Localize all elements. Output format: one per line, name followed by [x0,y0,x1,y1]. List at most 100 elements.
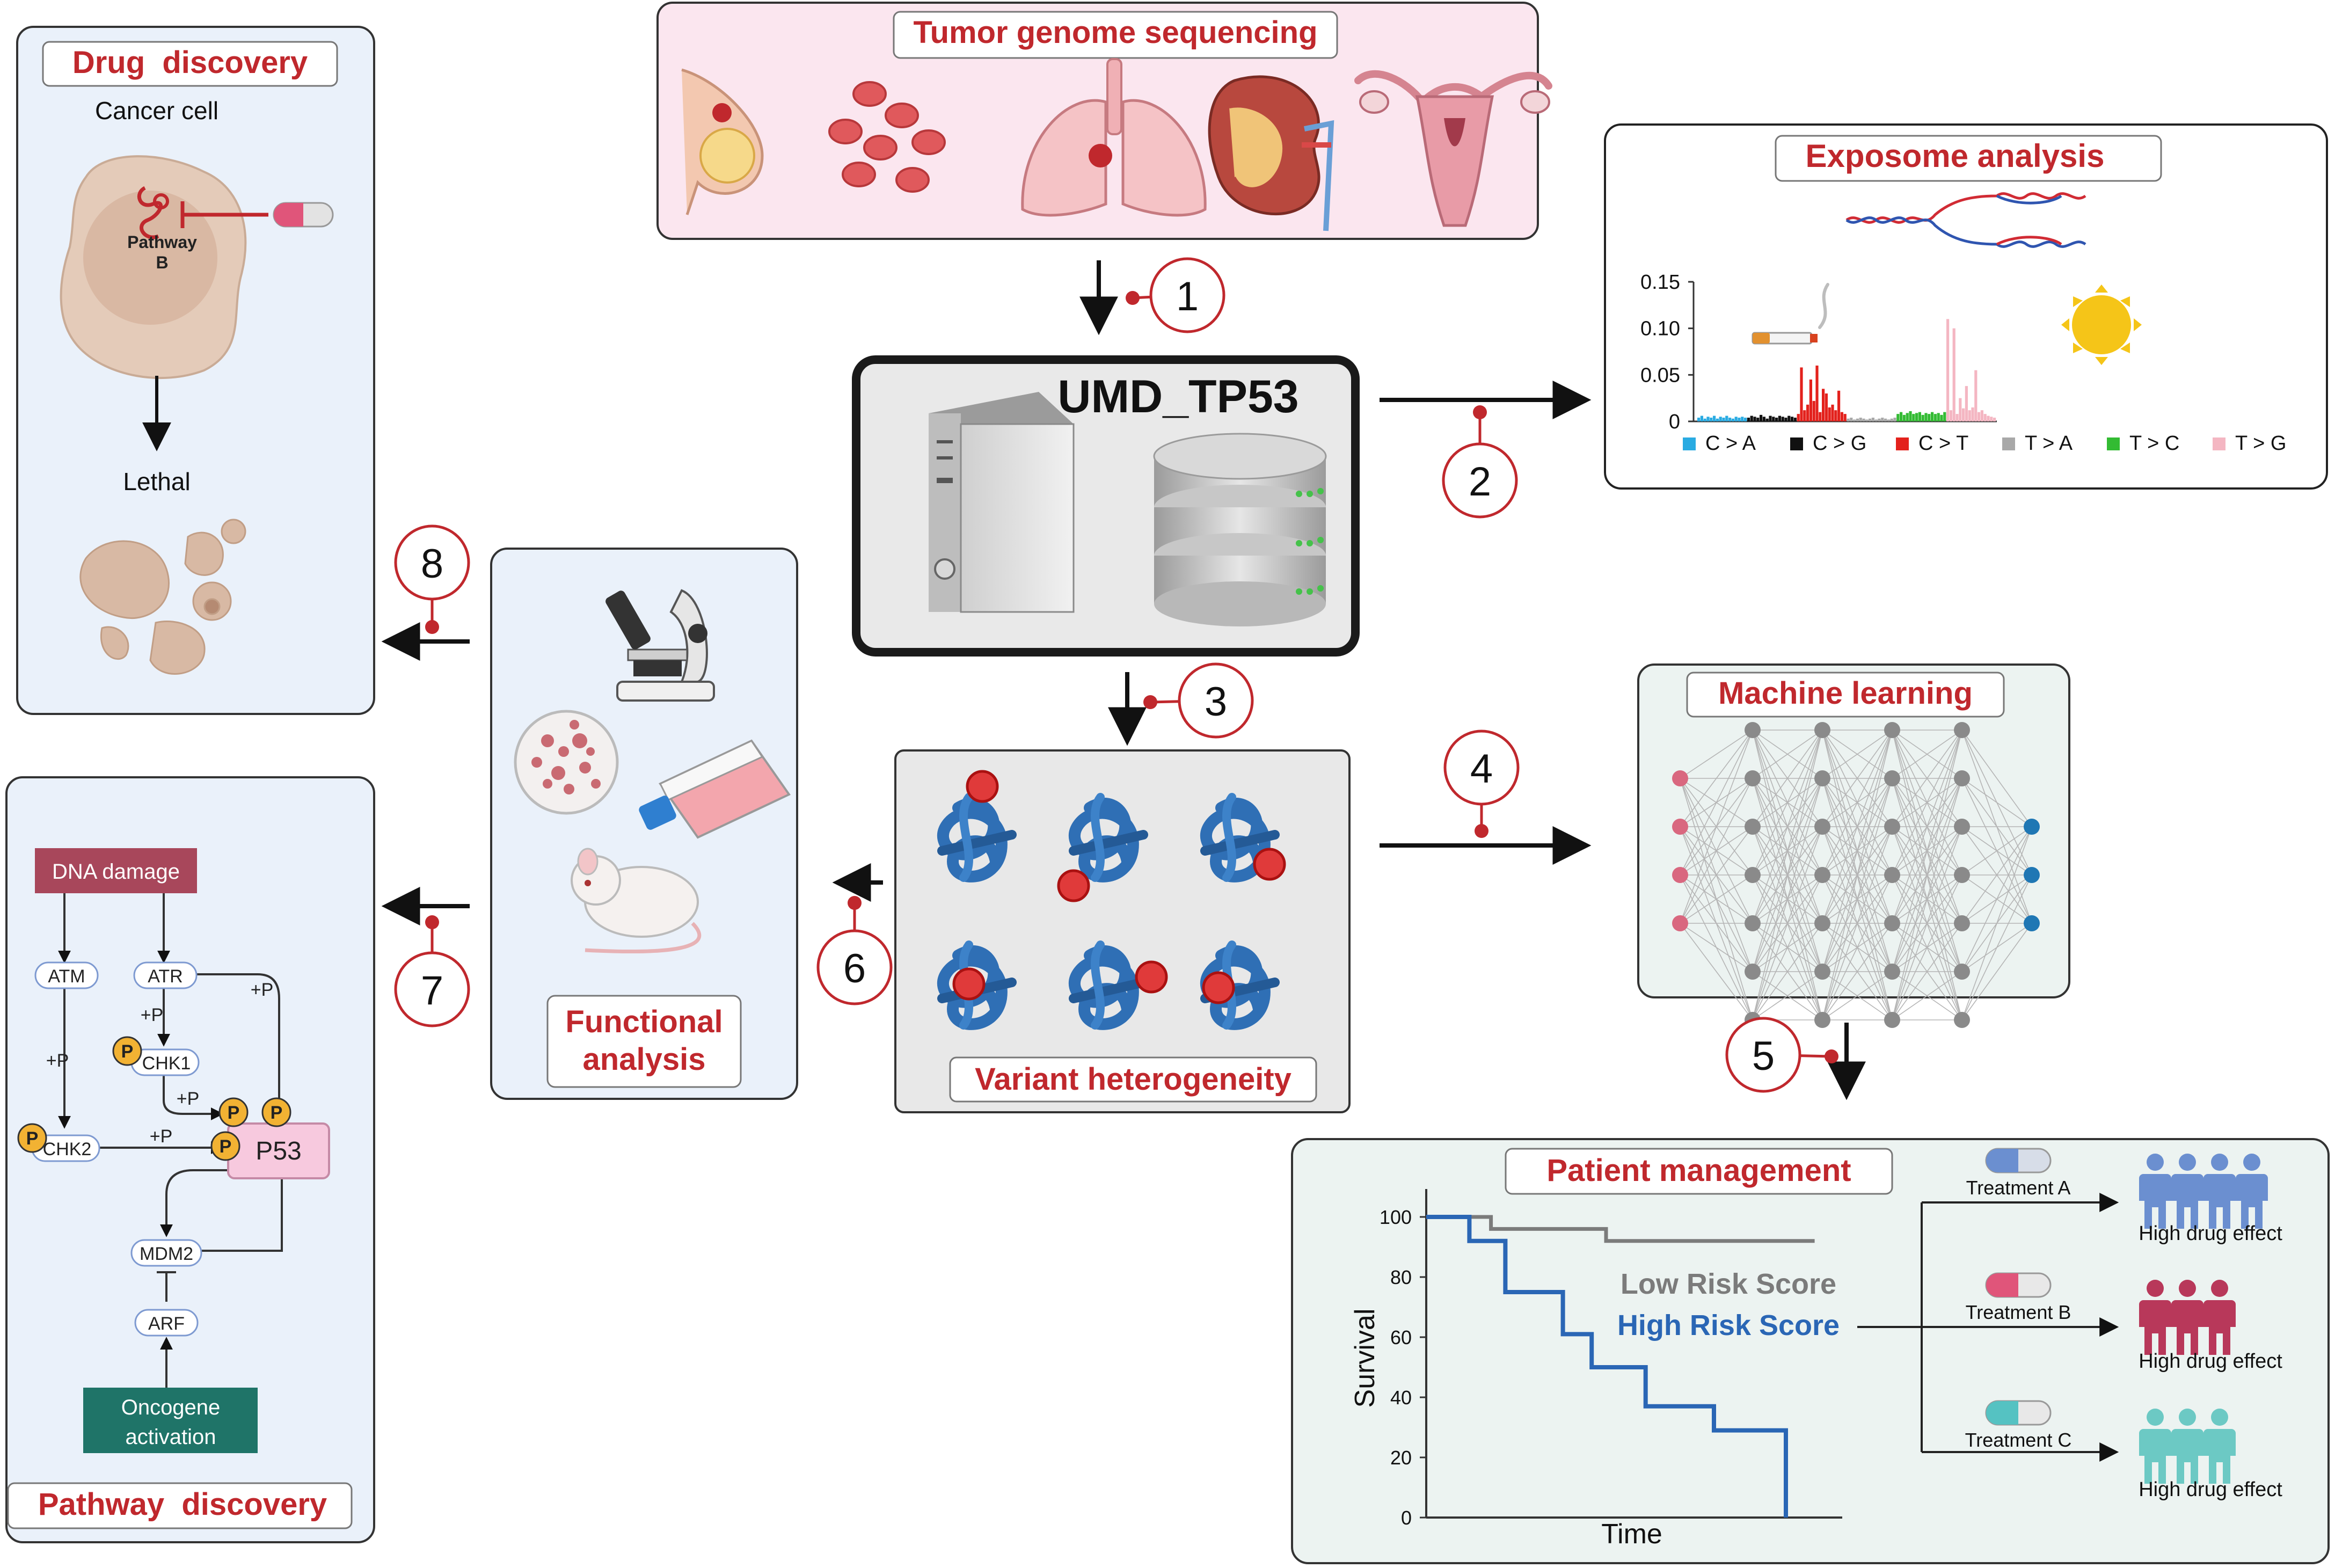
nn-node [1672,915,1688,931]
oncogene-label-2: activation [126,1425,216,1449]
bar [1840,412,1843,421]
bar [1825,393,1828,421]
step-dot [425,620,439,634]
low-risk-label: Low Risk Score [1621,1268,1836,1300]
bar [1881,418,1884,421]
drug-discovery-panel: Drug discovery Cancer cell Pathway B Let… [16,26,375,715]
phosphate-badge [218,1097,249,1127]
nn-edge [1680,923,1753,1020]
plus-p-label: +P [46,1051,69,1071]
chk1-node: CHK1 [142,1053,191,1074]
nn-node [1954,722,1970,738]
nn-node [1954,915,1970,931]
legend-label: T > G [2235,432,2286,455]
nn-edge [1752,826,1823,1020]
legend-label: C > A [1705,432,1756,455]
y-tick-label: 40 [1390,1387,1412,1409]
step-dot [1143,695,1157,709]
nn-edge [1822,730,1893,972]
bar [1843,414,1847,421]
legend-label: T > A [2025,432,2073,455]
nn-node [1814,819,1830,835]
bar [1856,418,1859,421]
bar [1837,390,1841,421]
nn-edge [1752,730,1823,924]
nn-node [2024,867,2040,883]
bar [1931,412,1934,421]
nn-node [2024,819,2040,835]
legend-label: C > G [1813,432,1866,455]
phosphate-badge-label: P [121,1041,134,1062]
bar [1706,417,1710,421]
server-tower-icon [929,392,1075,613]
step-dot [1475,824,1488,838]
bar [1933,414,1937,421]
nn-node [1884,1012,1900,1028]
nn-node [1954,819,1970,835]
time-axis-label: Time [1601,1519,1662,1550]
effect-label-a: High drug effect [2139,1222,2282,1245]
effect-label-b: High drug effect [2139,1350,2282,1373]
nn-edge [1752,730,1823,1020]
nn-edge [1752,778,1823,1020]
step-number: 8 [421,541,443,587]
nn-edge [1822,730,1893,924]
nn-node [1814,770,1830,786]
step-number: 3 [1205,679,1227,725]
legend-swatch [1790,437,1803,450]
step-badge [1442,442,1518,519]
bar [1896,414,1900,421]
nn-edge [1822,778,1893,1020]
culture-flask-icon [639,739,791,839]
bar [1853,419,1856,421]
bar [1968,410,1971,421]
flow-arrows [381,260,1866,1100]
bar [1703,418,1706,421]
chk2-node: CHK2 [43,1139,92,1159]
p53-node: P53 [256,1137,301,1165]
low-risk-curve [1426,1215,1815,1243]
drug-discovery-title: Drug discovery [72,45,308,80]
database-drum-icon [1153,433,1327,626]
nn-edge [1892,826,1962,1020]
nn-edge [1680,730,1753,779]
bar [1900,412,1903,421]
nn-edge [1752,971,1823,1020]
treatment-b-label: Treatment B [1966,1301,2071,1323]
step-dot [1473,405,1487,419]
bar [1943,412,1946,421]
legend-label: C > T [1918,432,1968,455]
machine-learning-title: Machine learning [1718,676,1973,711]
nn-edge [1892,778,1962,1020]
treatment-c-label: Treatment C [1965,1429,2072,1451]
bar [1902,414,1906,421]
bar [1710,418,1713,421]
bar [1803,410,1806,421]
bar [1874,419,1878,421]
legend-label: T > C [2129,432,2179,455]
phosphate-badge [112,1036,142,1066]
nn-edge [1961,923,2032,1020]
bar [1980,410,1983,421]
nn-node [1745,964,1761,980]
pathway-b-label: Pathway [127,232,197,252]
step-badge [394,524,470,601]
nn-edge [1680,923,1753,972]
bar [1793,418,1797,421]
step-dot [848,896,862,910]
tumor-sequencing-panel: Tumor genome sequencing [656,2,1552,240]
microscope-icon [605,589,715,702]
bar [1756,418,1760,421]
uterus-icon [1354,70,1552,227]
bar [1959,398,1962,421]
nn-node [1814,964,1830,980]
dna-strand-icon [1845,192,2086,248]
bar [1993,418,1996,421]
plus-p-label: +P [141,1005,164,1025]
nn-edge [1822,874,1893,1020]
lab-mouse-icon [571,848,702,954]
kidney-icon [1208,75,1334,231]
nn-edge [1892,730,1962,1020]
mdm2-node: MDM2 [140,1244,193,1264]
